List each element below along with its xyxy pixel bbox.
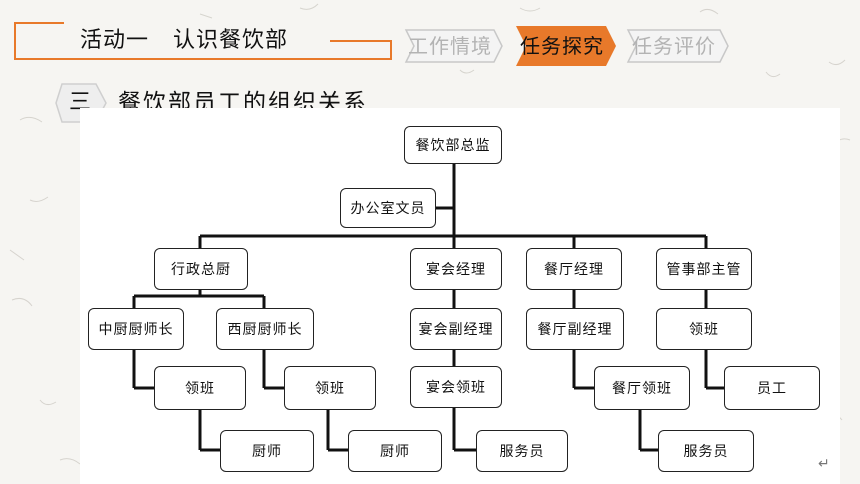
node-restaurant-foreman: 餐厅领班 [594, 366, 690, 410]
node-exec-chef: 行政总厨 [154, 248, 248, 290]
header-frame-top [14, 22, 64, 24]
node-western-chef: 厨师 [348, 430, 442, 472]
node-chinese-foreman: 领班 [154, 366, 246, 410]
header-frame-bottom [14, 58, 392, 60]
node-banquet-deputy: 宴会副经理 [410, 308, 502, 350]
step-arrow-shape [516, 26, 616, 66]
step-arrow-shape [404, 29, 503, 63]
step-work-situation[interactable]: 工作情境 [396, 24, 504, 68]
node-western-foreman: 领班 [284, 366, 376, 410]
node-director: 餐饮部总监 [404, 126, 502, 164]
node-chinese-head-chef: 中厨厨师长 [88, 308, 184, 350]
node-western-head-chef: 西厨厨师长 [216, 308, 314, 350]
header-frame-right [390, 40, 392, 60]
node-steward-supervisor: 管事部主管 [656, 248, 752, 290]
step-label: 任务探究 [520, 34, 604, 58]
paragraph-return-mark: ↵ [818, 456, 830, 472]
step-label: 工作情境 [408, 34, 492, 58]
node-banquet-manager: 宴会经理 [410, 248, 502, 290]
node-office-clerk: 办公室文员 [340, 188, 436, 228]
node-banquet-foreman: 宴会领班 [410, 366, 502, 408]
node-steward-foreman: 领班 [656, 308, 752, 350]
step-task-exploration[interactable]: 任务探究 [508, 24, 616, 68]
node-steward-staff: 员工 [724, 366, 820, 410]
activity-title: 活动一 认识餐饮部 [80, 28, 288, 53]
node-restaurant-deputy: 餐厅副经理 [526, 308, 624, 350]
node-chinese-chef: 厨师 [220, 430, 314, 472]
step-arrow-shape [626, 29, 729, 63]
step-task-evaluation[interactable]: 任务评价 [618, 24, 730, 68]
header-frame-right-top [330, 40, 392, 42]
node-restaurant-waiter: 服务员 [658, 430, 754, 472]
node-banquet-waiter: 服务员 [476, 430, 568, 472]
header-frame-left [14, 22, 16, 60]
node-restaurant-manager: 餐厅经理 [526, 248, 622, 290]
step-label: 任务评价 [632, 34, 716, 58]
